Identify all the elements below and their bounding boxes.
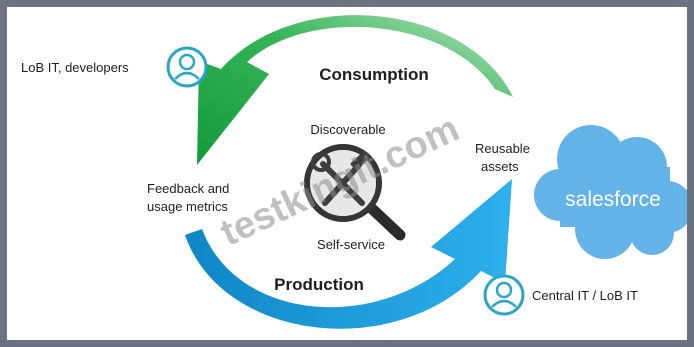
consumption-arrow [197, 15, 513, 165]
lifecycle-diagram: salesforce Consumption Production Discov… [21, 15, 687, 329]
central-it-label: Central IT / LoB IT [532, 288, 638, 303]
production-label: Production [274, 275, 364, 294]
production-arrow [185, 179, 512, 329]
lob-person-icon [166, 46, 208, 88]
discoverable-label: Discoverable [310, 122, 385, 137]
wrench-hammer-magnifier-icon [304, 144, 406, 241]
consumption-label: Consumption [319, 65, 429, 84]
reusable-label-line2: assets [481, 159, 519, 174]
feedback-label-line1: Feedback and [147, 181, 229, 196]
cloud-icon [534, 125, 687, 259]
lob-it-label: LoB IT, developers [21, 60, 129, 75]
self-service-label: Self-service [317, 237, 385, 252]
central-person-icon [483, 274, 525, 316]
reusable-label-line1: Reusable [475, 141, 530, 156]
feedback-label-line2: usage metrics [147, 199, 228, 214]
salesforce-label: salesforce [565, 188, 661, 211]
